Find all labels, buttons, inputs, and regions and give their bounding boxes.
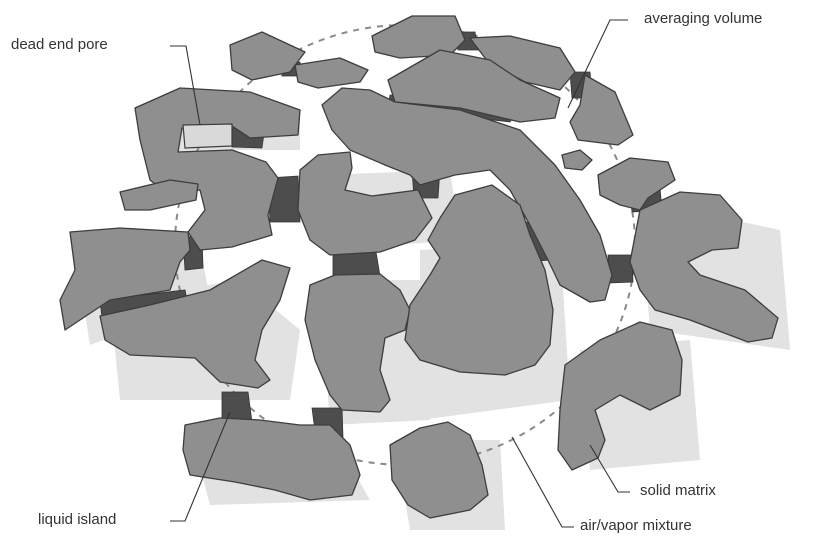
label-averaging-volume: averaging volume — [644, 10, 762, 27]
grain — [135, 88, 300, 250]
grain — [390, 422, 488, 518]
label-dead-end-pore: dead end pore — [11, 36, 108, 53]
label-air-vapor-mixture: air/vapor mixture — [580, 517, 692, 534]
grain — [562, 150, 592, 170]
label-liquid-island: liquid island — [38, 511, 116, 528]
grain — [120, 180, 198, 210]
label-solid-matrix: solid matrix — [640, 482, 716, 499]
dead-end-pore-pocket — [183, 124, 232, 148]
grain — [295, 58, 368, 88]
